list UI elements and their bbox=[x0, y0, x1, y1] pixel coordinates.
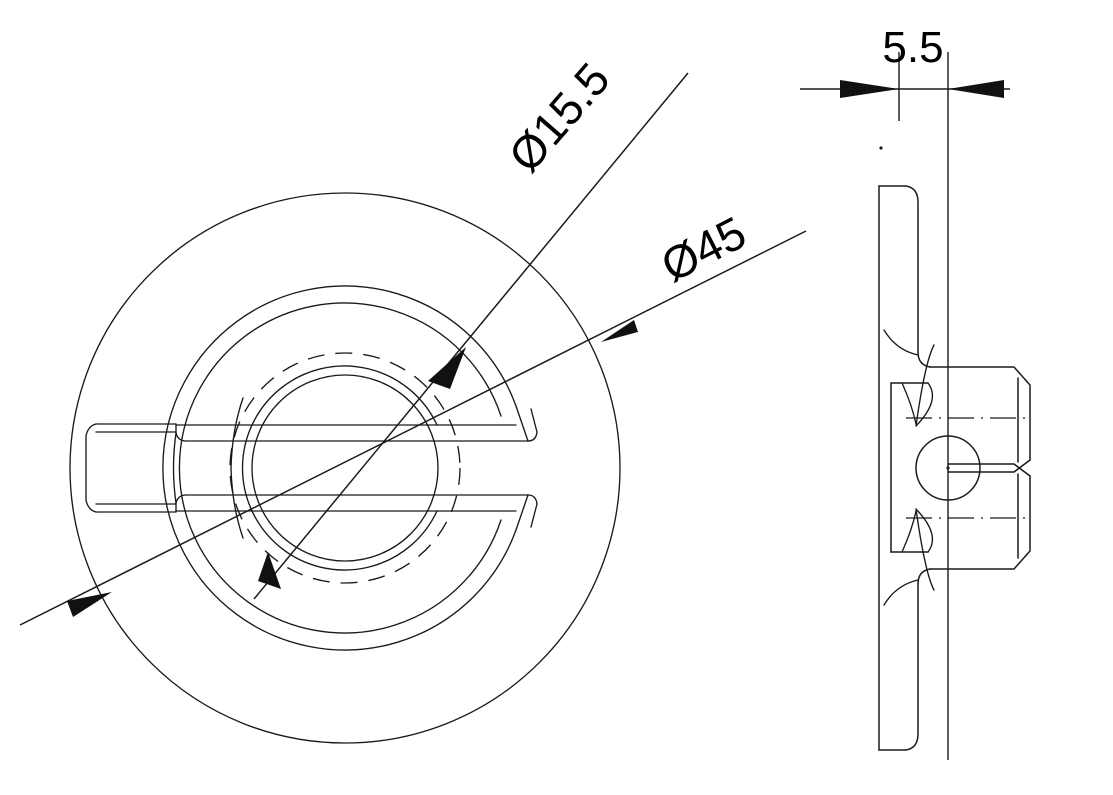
fillet-lower-inner bbox=[915, 508, 935, 591]
fillet-top-left-2 bbox=[901, 382, 917, 425]
bore-diameter-label: Ø15.5 bbox=[498, 53, 619, 182]
thickness-dimension: 5.5 bbox=[800, 23, 1010, 760]
slot-left-bottom-fillet bbox=[175, 494, 187, 504]
slot-left-top-fillet bbox=[175, 432, 187, 442]
plate-fillet-lower bbox=[883, 579, 919, 606]
boss-tip-top-fillet bbox=[527, 431, 538, 442]
outer-leader-arrowhead-right bbox=[601, 320, 638, 342]
outer-leader-arrowhead-left bbox=[67, 592, 112, 617]
lower-boss-outline bbox=[929, 475, 1031, 570]
thickness-arrowhead-left bbox=[840, 80, 899, 98]
plate-fillet-upper bbox=[883, 329, 919, 356]
upper-center-dot bbox=[879, 146, 883, 150]
bore-leader-arrowhead-upper bbox=[428, 347, 466, 389]
center-sphere bbox=[915, 435, 981, 501]
plate-bottom-profile bbox=[878, 568, 931, 751]
outer-dimension-leader bbox=[19, 230, 807, 626]
plate-top-profile bbox=[878, 185, 931, 368]
side-view-group: 5.5 bbox=[800, 23, 1031, 760]
lower-boss-upper-profile bbox=[947, 463, 1031, 477]
boss-tip-bottom-fillet bbox=[527, 494, 538, 505]
boss-inner-shadow-arc bbox=[230, 397, 244, 539]
bore-leader-arrowhead-lower bbox=[258, 552, 281, 589]
boss-tip-bottom-chamfer bbox=[515, 494, 529, 531]
fillet-upper-inner bbox=[915, 344, 935, 427]
hidden-bore-circle bbox=[229, 352, 461, 584]
boss-tip-top-chamfer bbox=[515, 405, 529, 442]
boss-outer-arc-inner bbox=[178, 302, 502, 634]
front-view-group bbox=[19, 72, 807, 744]
center-point bbox=[946, 466, 950, 470]
thickness-arrowhead-right bbox=[948, 80, 1004, 98]
fillet-top-left bbox=[915, 382, 934, 427]
tab-right-inner-arc bbox=[172, 432, 177, 504]
bore-circle bbox=[251, 374, 439, 562]
fillet-bottom-left bbox=[915, 508, 934, 553]
boss-inner-arc bbox=[241, 365, 438, 571]
upper-boss-outline bbox=[929, 366, 1031, 461]
fillet-bottom-left-2 bbox=[901, 510, 917, 553]
tab-left-edge bbox=[85, 423, 97, 513]
outer-circle bbox=[69, 192, 621, 744]
upper-boss-lower-profile bbox=[947, 459, 1031, 473]
boss-tip-top-edge bbox=[530, 408, 538, 433]
bore-dimension-leader bbox=[253, 72, 689, 600]
thickness-label: 5.5 bbox=[882, 23, 943, 72]
boss-outer-arc bbox=[162, 285, 517, 651]
outer-diameter-label: Ø45 bbox=[653, 206, 754, 292]
boss-tip-bottom-edge bbox=[530, 503, 538, 528]
